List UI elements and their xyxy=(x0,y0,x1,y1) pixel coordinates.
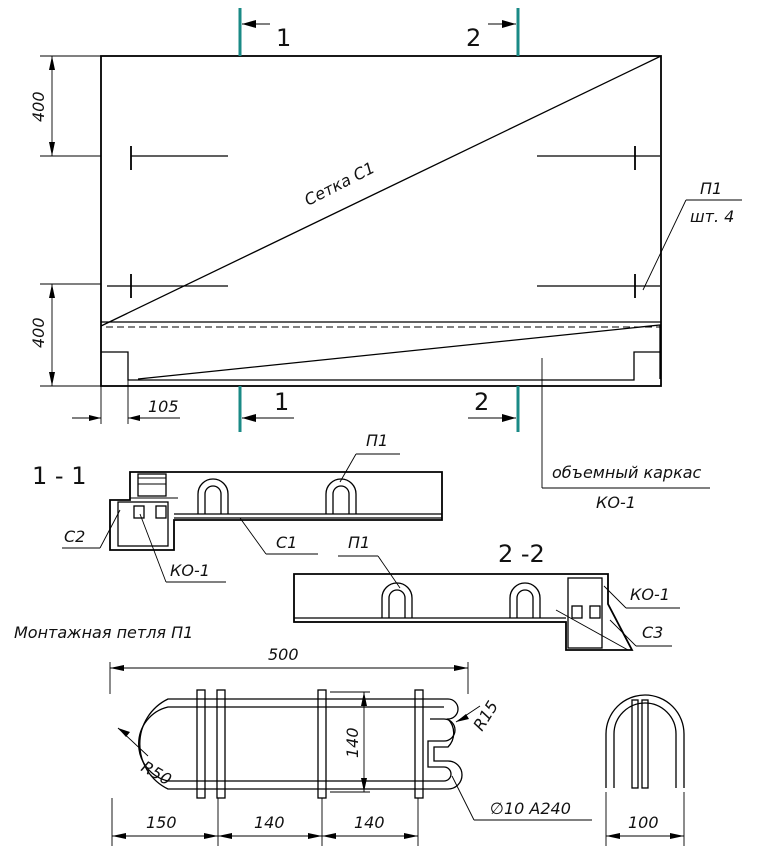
sec1-loop-left xyxy=(197,478,229,514)
cut-1-bottom: 1 xyxy=(238,386,294,432)
cut-1-bottom-label: 1 xyxy=(274,388,289,416)
sec1-c1-label: С1 xyxy=(276,533,297,552)
section-2-2: 2 -2 П1 КО-1 С3 xyxy=(293,533,680,651)
dim-140-a-text: 140 xyxy=(254,813,285,832)
plan-loop-bottom-left xyxy=(107,274,228,298)
sec1-c2-label: С2 xyxy=(64,527,85,546)
loop-detail-title: Монтажная петля П1 xyxy=(14,623,193,642)
cut-1-top-label: 1 xyxy=(276,24,291,52)
sec2-ko-label: КО-1 xyxy=(630,585,670,604)
dim-105-text: 105 xyxy=(148,397,179,416)
plan-loop-top-right xyxy=(537,146,660,170)
slab-outline xyxy=(100,55,662,387)
sec1-loop-right xyxy=(325,478,357,514)
dim-top-400: 400 xyxy=(29,55,101,157)
dim-100-text: 100 xyxy=(628,813,659,832)
plan-loop-top-left xyxy=(130,146,228,170)
dim-105: 105 xyxy=(72,380,180,424)
dim-140-vertical-text: 140 xyxy=(343,727,362,758)
dim-top-400-text: 400 xyxy=(29,91,48,122)
frame-callout-code: КО-1 xyxy=(596,493,636,512)
cut-2-bottom-label: 2 xyxy=(474,388,489,416)
loop-rebar-outer xyxy=(139,698,463,790)
dim-r15-text: R15 xyxy=(469,697,502,734)
cut-2-bottom: 2 xyxy=(468,386,520,432)
loop-callout-tag: П1 xyxy=(700,179,722,198)
section-2-title: 2 -2 xyxy=(498,540,545,568)
beam-lower-outline xyxy=(101,351,661,381)
sec2-c3-label: С3 xyxy=(642,623,663,642)
loop-rebar-inner xyxy=(138,706,456,782)
cut-2-top-label: 2 xyxy=(466,24,481,52)
dim-140-b-text: 140 xyxy=(354,813,385,832)
mesh-diagonal xyxy=(100,55,662,327)
cut-1-top: 1 xyxy=(238,8,291,56)
frame-callout: объемный каркас КО-1 xyxy=(541,358,710,512)
loop-detail: Монтажная петля П1 500 R50 R15 140 xyxy=(14,623,592,846)
sec2-loop-label: П1 xyxy=(348,533,370,552)
sec1-ko-label: КО-1 xyxy=(170,561,210,580)
dim-bottom-400: 400 xyxy=(29,283,101,387)
plan-loop-bottom-right xyxy=(537,274,660,298)
dim-150-text: 150 xyxy=(146,813,177,832)
sec2-loop-right xyxy=(509,582,541,618)
section-2-outline xyxy=(293,573,634,651)
section-1-1: 1 - 1 П1 С2 С1 КО-1 xyxy=(32,431,443,583)
beam-wedge xyxy=(137,324,661,380)
section-1-title: 1 - 1 xyxy=(32,462,86,490)
frame-callout-desc: объемный каркас xyxy=(552,463,702,482)
mesh-label: Сетка С1 xyxy=(301,158,378,210)
loop-side-view: 100 xyxy=(605,694,685,846)
section-1-outline xyxy=(109,471,443,551)
dim-bottom-400-text: 400 xyxy=(29,317,48,348)
rebar-spec-text: ∅10 А240 xyxy=(490,799,571,818)
sec2-loop-left xyxy=(381,582,413,618)
cut-2-top: 2 xyxy=(466,8,520,56)
plan-view: 1 2 1 2 400 xyxy=(29,8,742,512)
loop-callout: П1 шт. 4 xyxy=(642,179,742,291)
sec1-loop-label: П1 xyxy=(366,431,388,450)
dim-500-text: 500 xyxy=(268,645,299,664)
loop-callout-qty: шт. 4 xyxy=(690,207,734,226)
